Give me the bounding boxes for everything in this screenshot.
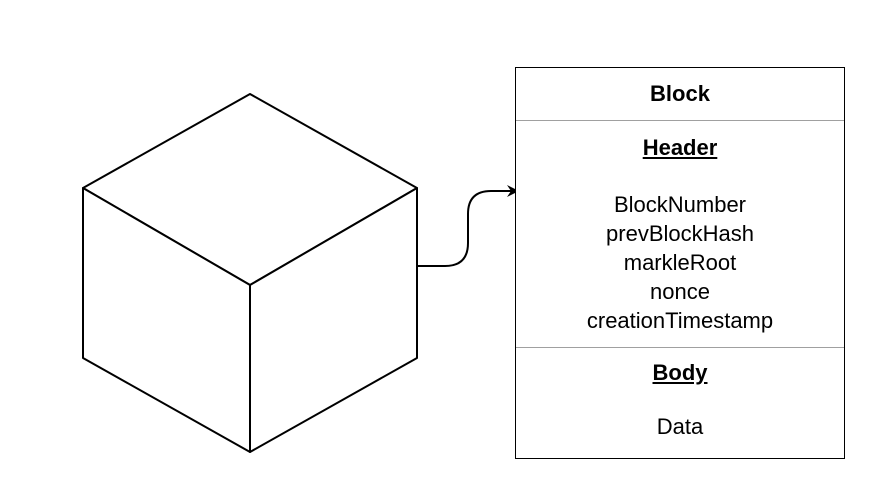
connector-arrow: [417, 185, 519, 267]
body-section: Body Data: [516, 348, 844, 458]
block-title-row: Block: [516, 68, 844, 121]
header-field-prev-block-hash: prevBlockHash: [606, 221, 754, 246]
header-field-nonce: nonce: [650, 279, 710, 304]
block-structure-box: Block Header BlockNumber prevBlockHash m…: [515, 67, 845, 459]
body-title: Body: [652, 360, 708, 385]
block-title: Block: [650, 81, 710, 106]
cube-right-face: [249, 187, 418, 453]
cube-icon: [82, 93, 418, 453]
header-title: Header: [642, 135, 718, 160]
header-field-block-number: BlockNumber: [613, 192, 747, 217]
header-field-creation-timestamp: creationTimestamp: [586, 308, 774, 333]
body-data: Data: [656, 414, 704, 439]
header-field-list: BlockNumber prevBlockHash markleRoot non…: [516, 190, 844, 335]
header-section: Header BlockNumber prevBlockHash markleR…: [516, 121, 844, 348]
header-field-merkle-root: markleRoot: [623, 250, 737, 275]
